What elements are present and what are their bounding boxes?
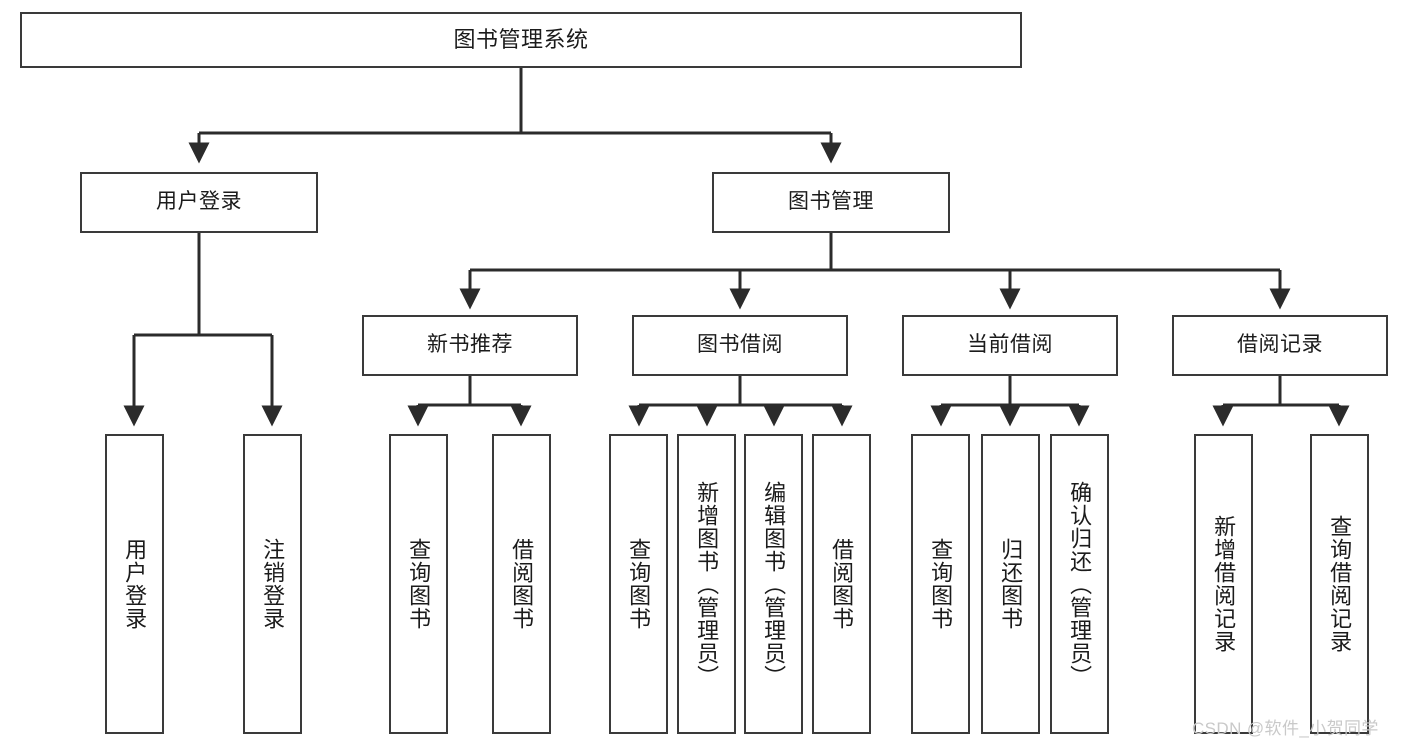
csdn-watermark: CSDN @软件_小贺同学 — [1192, 719, 1379, 738]
node-label: 用户登录 — [122, 538, 148, 630]
node-label: 注销登录 — [260, 538, 286, 630]
node-label: 借阅图书 — [509, 538, 535, 630]
node-label: 确认归还（管理员） — [1067, 480, 1093, 688]
leaf-current-borrow-confirm-admin[interactable]: 确认归还（管理员） — [1050, 434, 1109, 734]
node-label: 查询图书 — [928, 538, 954, 630]
node-label: 借阅图书 — [829, 538, 855, 630]
node-user-login[interactable]: 用户登录 — [80, 172, 318, 233]
node-label: 查询图书 — [626, 538, 652, 630]
leaf-book-borrow-edit-admin[interactable]: 编辑图书（管理员） — [744, 434, 803, 734]
leaf-book-borrow-query[interactable]: 查询图书 — [609, 434, 668, 734]
leaf-borrow-record-query[interactable]: 查询借阅记录 — [1310, 434, 1369, 734]
node-root-book-management-system[interactable]: 图书管理系统 — [20, 12, 1022, 68]
node-label: 新书推荐 — [427, 333, 513, 357]
node-label: 图书借阅 — [697, 333, 783, 357]
node-book-borrow[interactable]: 图书借阅 — [632, 315, 848, 376]
leaf-new-book-query[interactable]: 查询图书 — [389, 434, 448, 734]
node-label: 归还图书 — [998, 538, 1024, 630]
leaf-book-borrow-borrow[interactable]: 借阅图书 — [812, 434, 871, 734]
node-label: 新增图书（管理员） — [694, 480, 720, 688]
leaf-current-borrow-return[interactable]: 归还图书 — [981, 434, 1040, 734]
leaf-borrow-record-add[interactable]: 新增借阅记录 — [1194, 434, 1253, 734]
node-book-management[interactable]: 图书管理 — [712, 172, 950, 233]
node-label: 查询借阅记录 — [1327, 515, 1353, 653]
node-label: 图书管理系统 — [453, 27, 589, 53]
node-label: 新增借阅记录 — [1211, 515, 1237, 653]
node-label: 借阅记录 — [1237, 333, 1323, 357]
node-label: 用户登录 — [156, 190, 242, 214]
leaf-new-book-borrow[interactable]: 借阅图书 — [492, 434, 551, 734]
node-label: 当前借阅 — [967, 333, 1053, 357]
node-label: 图书管理 — [788, 190, 874, 214]
leaf-current-borrow-query[interactable]: 查询图书 — [911, 434, 970, 734]
leaf-user-login-signout[interactable]: 注销登录 — [243, 434, 302, 734]
leaf-user-login-signin[interactable]: 用户登录 — [105, 434, 164, 734]
node-new-book-recommend[interactable]: 新书推荐 — [362, 315, 578, 376]
node-current-borrow[interactable]: 当前借阅 — [902, 315, 1118, 376]
node-label: 查询图书 — [406, 538, 432, 630]
node-label: 编辑图书（管理员） — [761, 480, 787, 688]
leaf-book-borrow-add-admin[interactable]: 新增图书（管理员） — [677, 434, 736, 734]
node-borrow-record[interactable]: 借阅记录 — [1172, 315, 1388, 376]
